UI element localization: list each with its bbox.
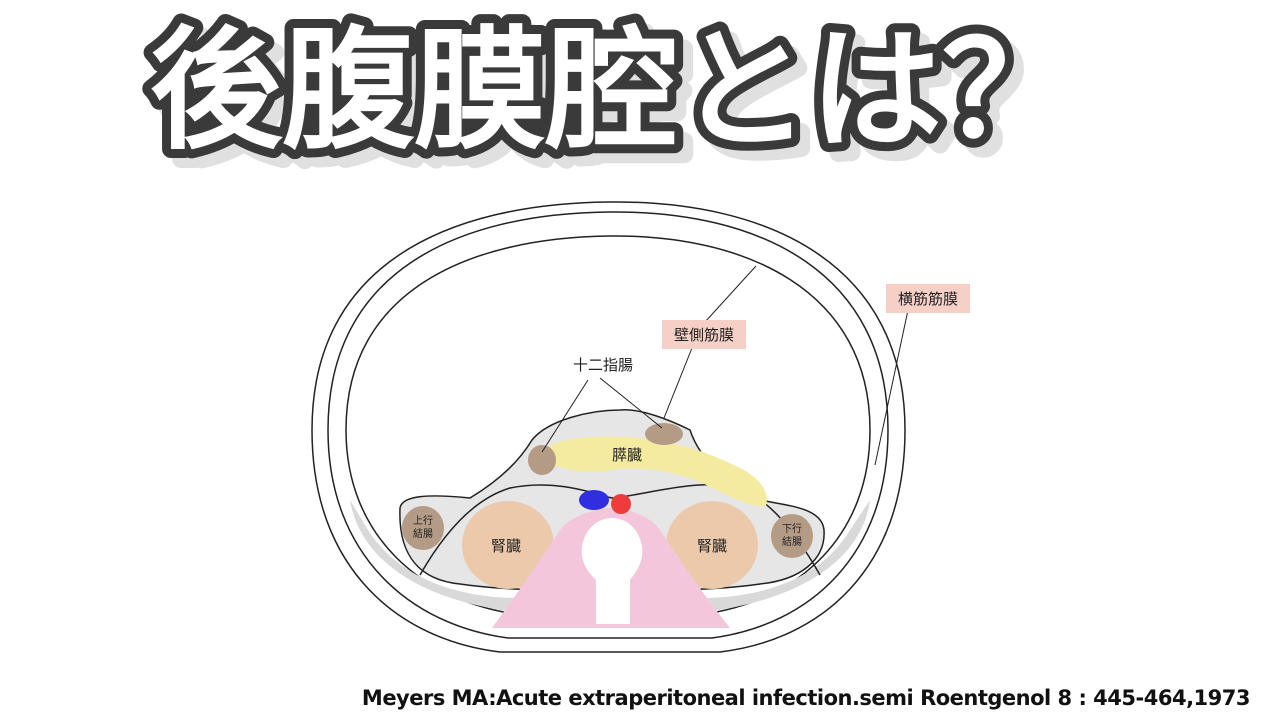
parietal-fascia-label-box — [662, 320, 746, 349]
transversalis-fascia-leader — [874, 309, 909, 466]
kidney-right-label: 腎臓 — [697, 537, 727, 555]
duodenum-leader-left — [541, 379, 589, 453]
aorta — [611, 494, 631, 514]
pancreas-shape — [548, 436, 767, 507]
descending-colon-label-2: 結腸 — [782, 535, 802, 548]
descending-colon — [771, 514, 813, 558]
vertebral-body — [581, 518, 643, 624]
ascending-colon — [402, 506, 444, 550]
transversalis-fascia-label-box — [886, 284, 970, 313]
title-svg: 後腹膜腔とは？ 後腹膜腔とは？ 後腹膜腔とは？ — [141, 8, 1093, 187]
citation: Meyers MA:Acute extraperitoneal infectio… — [361, 686, 1251, 710]
parietal-fascia-leader-top — [704, 265, 757, 323]
kidney-right — [666, 501, 758, 589]
parietal-fascia-label: 壁側筋膜 — [674, 326, 734, 344]
inferior-vena-cava — [579, 490, 609, 510]
duodenum-label: 十二指腸 — [573, 356, 633, 374]
duodenum-right — [645, 423, 683, 445]
page-title-outline: 後腹膜腔とは？ — [150, 14, 1074, 168]
kidney-left — [462, 501, 554, 589]
transversalis-fascia-label: 横筋筋膜 — [898, 290, 958, 308]
page-title-shadow: 後腹膜腔とは？ — [160, 24, 1084, 178]
duodenum-leader-right — [599, 377, 663, 429]
pancreas-label: 膵臓 — [612, 446, 642, 464]
duodenum-left — [528, 445, 556, 475]
page-title: 後腹膜腔とは？ — [150, 14, 1074, 168]
ascending-colon-label-2: 結腸 — [413, 527, 433, 540]
descending-colon-label-1: 下行 — [782, 522, 802, 535]
title-banner: 後腹膜腔とは？ 後腹膜腔とは？ 後腹膜腔とは？ — [0, 8, 1280, 188]
parietal-fascia-leader — [663, 347, 693, 419]
kidney-left-label: 腎臓 — [491, 537, 521, 555]
ascending-colon-label-1: 上行 — [413, 514, 433, 527]
